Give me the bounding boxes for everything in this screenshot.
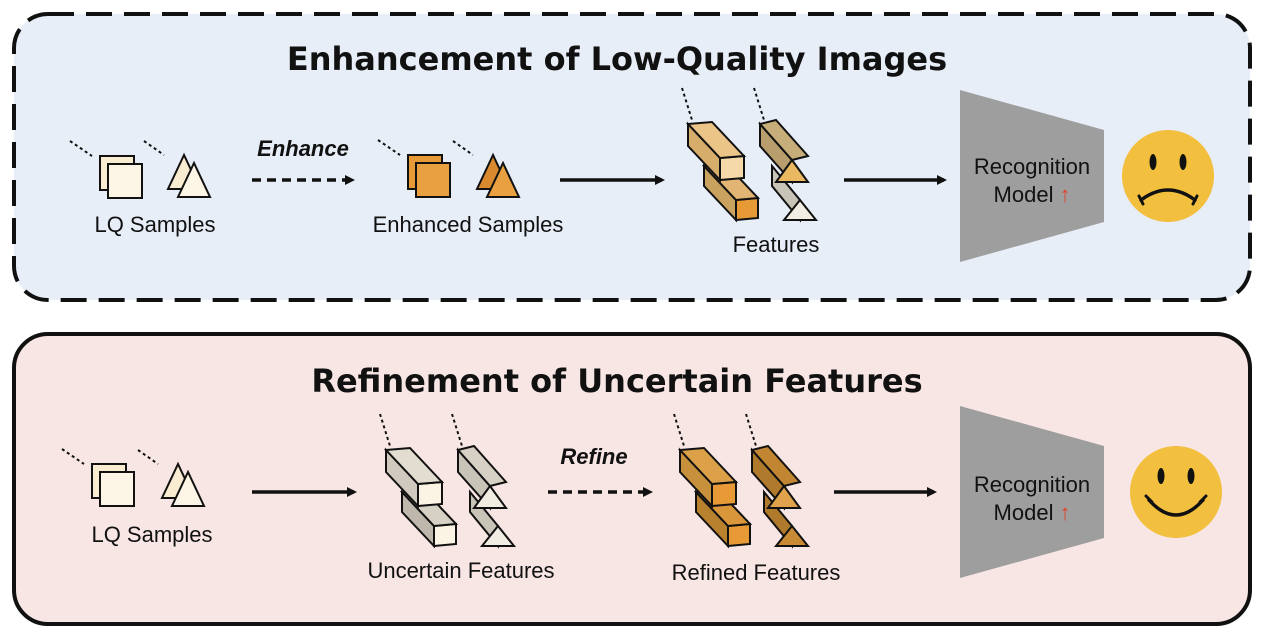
features-label: Features xyxy=(733,232,820,257)
uncertain-features-label: Uncertain Features xyxy=(367,558,554,583)
panel-enhancement-frame xyxy=(12,12,1252,302)
panel-enhancement: Enhancement of Low-Quality Images LQ Sam… xyxy=(12,12,1252,302)
panel-enhancement-title: Enhancement of Low-Quality Images xyxy=(287,40,947,78)
recognition-model-shape-2 xyxy=(960,406,1104,578)
enhanced-samples-label: Enhanced Samples xyxy=(373,212,564,237)
enhance-label: Enhance xyxy=(257,136,349,161)
lq-samples-label: LQ Samples xyxy=(94,212,215,237)
sad-face-icon xyxy=(1122,130,1214,222)
recognition-model-shape xyxy=(960,90,1104,262)
recognition-model-line1-2: Recognition xyxy=(974,472,1090,497)
refined-features-label: Refined Features xyxy=(672,560,841,585)
lq-samples-label-2: LQ Samples xyxy=(91,522,212,547)
recognition-model-line1: Recognition xyxy=(974,154,1090,179)
panel-refinement: Refinement of Uncertain Features LQ Samp… xyxy=(12,332,1252,626)
refine-label: Refine xyxy=(560,444,627,469)
recognition-model-line2: Model↑ xyxy=(994,182,1071,207)
happy-face-icon xyxy=(1130,446,1222,538)
panel-refinement-frame xyxy=(12,332,1252,626)
recognition-model-line2-2: Model↑ xyxy=(994,500,1071,525)
panel-refinement-title: Refinement of Uncertain Features xyxy=(311,362,922,400)
